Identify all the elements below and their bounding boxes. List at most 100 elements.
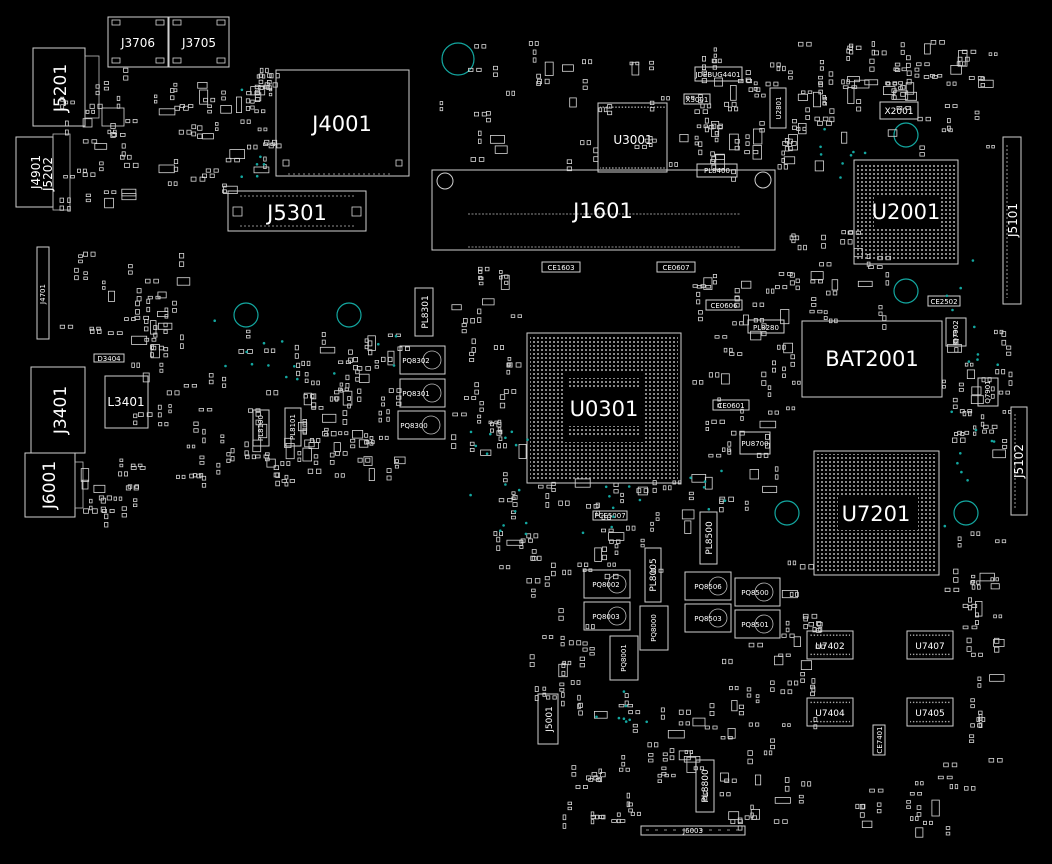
passive-part [492, 65, 498, 77]
passive-part [89, 103, 103, 109]
passive-part [147, 295, 161, 300]
passive-part [380, 356, 393, 362]
passive-part [711, 58, 722, 64]
passive-part [959, 409, 973, 414]
passive-part [734, 288, 740, 302]
label-pq8302: PQ8302 [402, 357, 430, 365]
passive-part [529, 654, 535, 668]
passive-part [649, 60, 654, 71]
passive-part [792, 119, 797, 130]
component-u3001: U3001 [597, 102, 668, 173]
passive-part [626, 525, 636, 531]
passive-part [74, 267, 79, 281]
passive-part [781, 590, 798, 599]
via [823, 127, 826, 131]
label-j4901: J4901 [29, 155, 43, 190]
passive-part [477, 266, 490, 272]
component-u7404: U7404 [806, 697, 854, 727]
passive-part [568, 640, 582, 646]
via [702, 486, 706, 489]
via [622, 717, 626, 720]
via [262, 341, 266, 345]
passive-part [750, 330, 762, 341]
passive-part [700, 103, 712, 109]
passive-part [750, 804, 754, 818]
passive-part [755, 694, 760, 704]
passive-part [787, 680, 799, 686]
label-x3001: X3001 [686, 96, 709, 104]
passive-part [994, 637, 1000, 653]
passive-part [168, 404, 172, 414]
passive-part [577, 562, 589, 567]
passive-part [768, 410, 779, 415]
via [992, 440, 996, 443]
passive-part [526, 578, 541, 584]
via [628, 718, 631, 722]
passive-part [574, 478, 591, 488]
component-pq8300: PQ8300 [397, 410, 446, 440]
passive-part [828, 71, 834, 85]
component-j3705: J3705 [168, 16, 230, 68]
passive-part [692, 380, 704, 385]
label-j3706: J3706 [120, 36, 155, 50]
passive-part [304, 439, 315, 448]
passive-part [284, 437, 292, 448]
via [595, 715, 598, 719]
label-pq8003: PQ8003 [592, 613, 620, 621]
via [720, 469, 723, 473]
passive-part [163, 322, 168, 334]
passive-part [567, 801, 572, 811]
passive-part [477, 130, 482, 144]
label-u7402: U7402 [815, 642, 845, 652]
passive-part [698, 141, 703, 156]
label-j5202: J5202 [41, 157, 55, 192]
passive-part [125, 119, 138, 124]
via [608, 495, 611, 498]
passive-part [613, 482, 619, 494]
label-pq8001: PQ8001 [620, 644, 628, 672]
passive-part [800, 660, 812, 671]
passive-part [721, 373, 730, 385]
passive-part [727, 728, 736, 739]
passive-part [662, 485, 672, 491]
passive-part [640, 538, 645, 548]
passive-part [709, 703, 715, 717]
passive-part [714, 335, 728, 339]
passive-part [358, 373, 370, 383]
passive-part [790, 354, 796, 367]
via [296, 377, 299, 381]
component-pq8301: PQ8301 [399, 378, 446, 408]
passive-part [971, 652, 983, 657]
passive-part [814, 160, 825, 172]
passive-part [208, 373, 214, 385]
component-u2001: U2001 [853, 159, 959, 265]
passive-part [905, 91, 918, 101]
passive-part [915, 827, 924, 838]
passive-part [701, 70, 708, 84]
via [839, 176, 842, 179]
via [255, 174, 259, 178]
passive-part [604, 573, 619, 580]
passive-part [128, 264, 133, 275]
passive-part [765, 434, 770, 449]
passive-part [588, 778, 601, 782]
passive-part [722, 658, 733, 665]
passive-part [893, 90, 909, 100]
via [852, 150, 855, 154]
passive-part [738, 704, 744, 716]
component-u7201: U7201 [813, 450, 940, 576]
passive-part [990, 386, 995, 399]
passive-part [649, 100, 655, 112]
passive-part [451, 434, 457, 449]
passive-part [634, 144, 647, 149]
passive-part [81, 479, 89, 490]
component-x3001: X3001 [683, 93, 711, 105]
passive-part [729, 133, 739, 151]
via [377, 342, 380, 346]
passive-part [176, 277, 191, 286]
passive-part [503, 389, 517, 394]
passive-part [133, 413, 138, 426]
passive-part [748, 87, 761, 93]
passive-part [950, 65, 962, 75]
passive-part [130, 463, 143, 468]
